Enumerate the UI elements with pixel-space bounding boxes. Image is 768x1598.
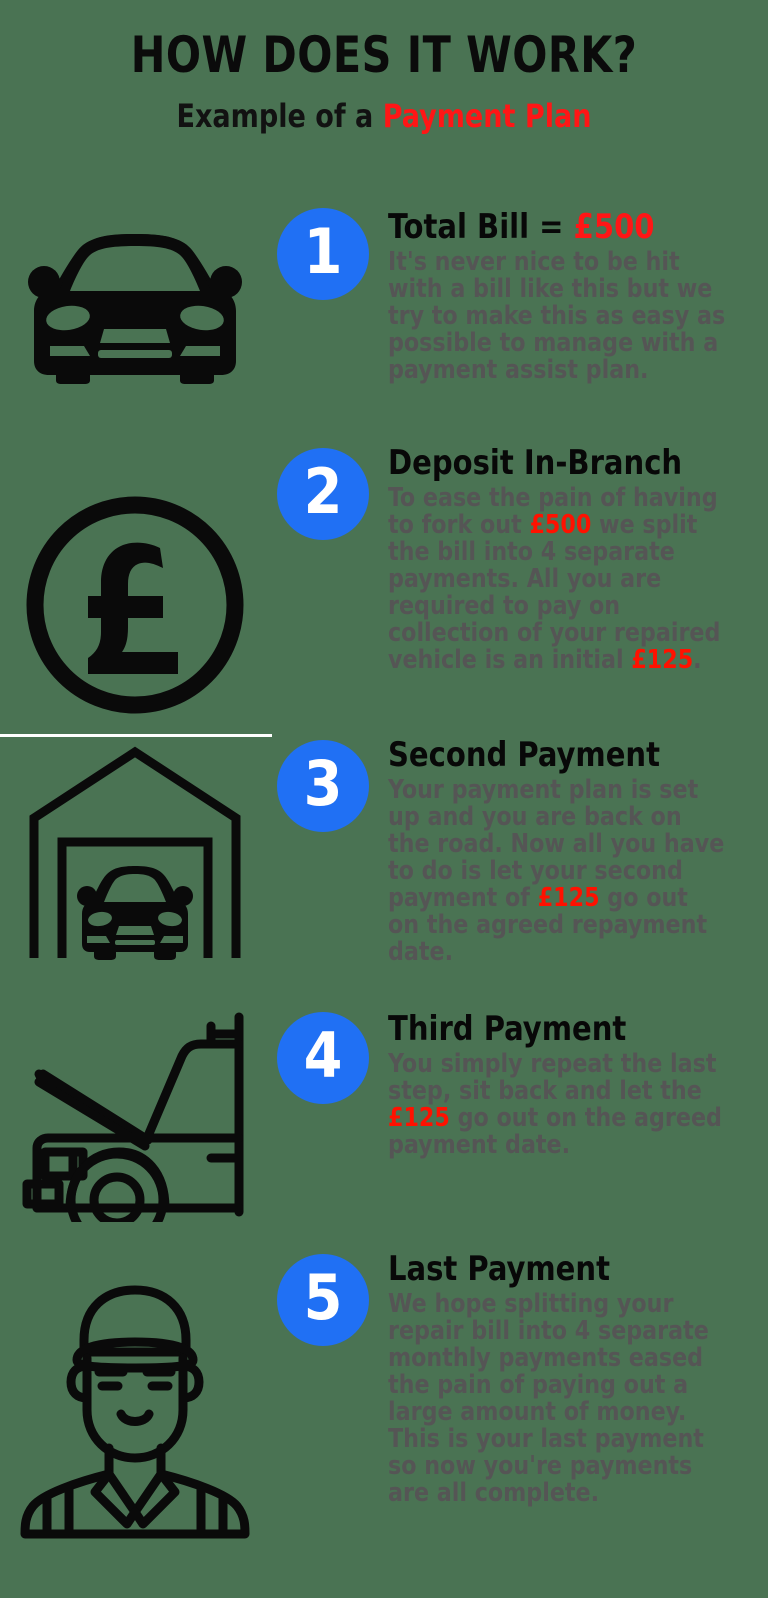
amount-highlight: £125: [631, 644, 694, 675]
step-title: Total Bill = £500: [388, 210, 749, 245]
description-text: To ease the pain of having to fork out: [388, 482, 718, 540]
step-icon-container: [0, 234, 270, 384]
step-title: Third Payment: [388, 1009, 627, 1049]
step-body: Third Payment You simply repeat the last…: [388, 1012, 768, 1159]
description-text: Your payment plan is set up and you are …: [388, 774, 725, 913]
header: HOW DOES IT WORK? Example of a Payment P…: [0, 0, 768, 132]
step-number-badge: 5: [277, 1254, 369, 1346]
step-description: It's never nice to be hit with a bill li…: [388, 246, 726, 385]
subtitle-accent-text: Payment Plan: [382, 97, 592, 135]
subtitle-plain-text: Example of a: [176, 97, 383, 135]
step-body: Last Payment We hope splitting your repa…: [388, 1252, 768, 1507]
description-text: It's never nice to be hit with a bill li…: [388, 246, 726, 385]
page-subtitle: Example of a Payment Plan: [23, 100, 745, 132]
mechanic-person-icon: [20, 1285, 250, 1539]
step-title: Last Payment: [388, 1249, 610, 1289]
step-icon-container: [0, 736, 270, 966]
step-body: Deposit In-Branch To ease the pain of ha…: [388, 446, 768, 674]
step-title: Second Payment: [388, 735, 660, 775]
step-body: Total Bill = £500 It's never nice to be …: [388, 210, 768, 384]
description-text: We hope splitting your repair bill into …: [388, 1288, 709, 1508]
step-item: 4 Third Payment You simply repeat the la…: [0, 990, 768, 1240]
step-item: 2 Deposit In-Branch To ease the pain of …: [0, 422, 768, 722]
step-title: Deposit In-Branch: [388, 443, 683, 483]
description-text: go out on the agreed payment date.: [388, 1102, 722, 1160]
step-item: 3 Second Payment Your payment plan is se…: [0, 722, 768, 990]
amount-highlight: £125: [388, 1102, 450, 1133]
step-description: We hope splitting your repair bill into …: [388, 1288, 726, 1508]
step-icon-container: [0, 1262, 270, 1542]
description-text: we split the bill into 4 separate paymen…: [388, 509, 721, 675]
step-item: 1 Total Bill = £500 It's never nice to b…: [0, 182, 768, 422]
step-description: To ease the pain of having to fork out £…: [388, 482, 726, 675]
car-open-hood-icon: [22, 1012, 244, 1222]
step-number-badge: 1: [277, 208, 369, 300]
step-title-accent: £500: [573, 207, 655, 247]
step-description: You simply repeat the last step, sit bac…: [388, 1048, 726, 1160]
description-text: You simply repeat the last step, sit bac…: [388, 1048, 717, 1106]
steps-list: 1 Total Bill = £500 It's never nice to b…: [0, 182, 768, 1550]
description-text: .: [693, 644, 702, 675]
step-number-badge: 3: [277, 740, 369, 832]
step-icon-container: [0, 1012, 270, 1222]
pound-coin-icon: [26, 496, 244, 714]
description-text: go out on the agreed repayment date.: [388, 882, 708, 967]
amount-highlight: £125: [537, 882, 600, 913]
step-body: Second Payment Your payment plan is set …: [388, 738, 768, 966]
step-number-badge: 2: [277, 448, 369, 540]
garage-with-car-icon: [29, 746, 241, 960]
step-number-badge: 4: [277, 1012, 369, 1104]
step-description: Your payment plan is set up and you are …: [388, 774, 726, 967]
step-title-plain: Total Bill =: [388, 207, 574, 247]
amount-highlight: £500: [529, 509, 592, 540]
step-item: 5 Last Payment We hope splitting your re…: [0, 1240, 768, 1550]
step-icon-container: [0, 492, 270, 718]
car-front-icon: [28, 234, 242, 384]
page-title: HOW DOES IT WORK?: [130, 26, 638, 84]
section-divider: [0, 734, 272, 737]
